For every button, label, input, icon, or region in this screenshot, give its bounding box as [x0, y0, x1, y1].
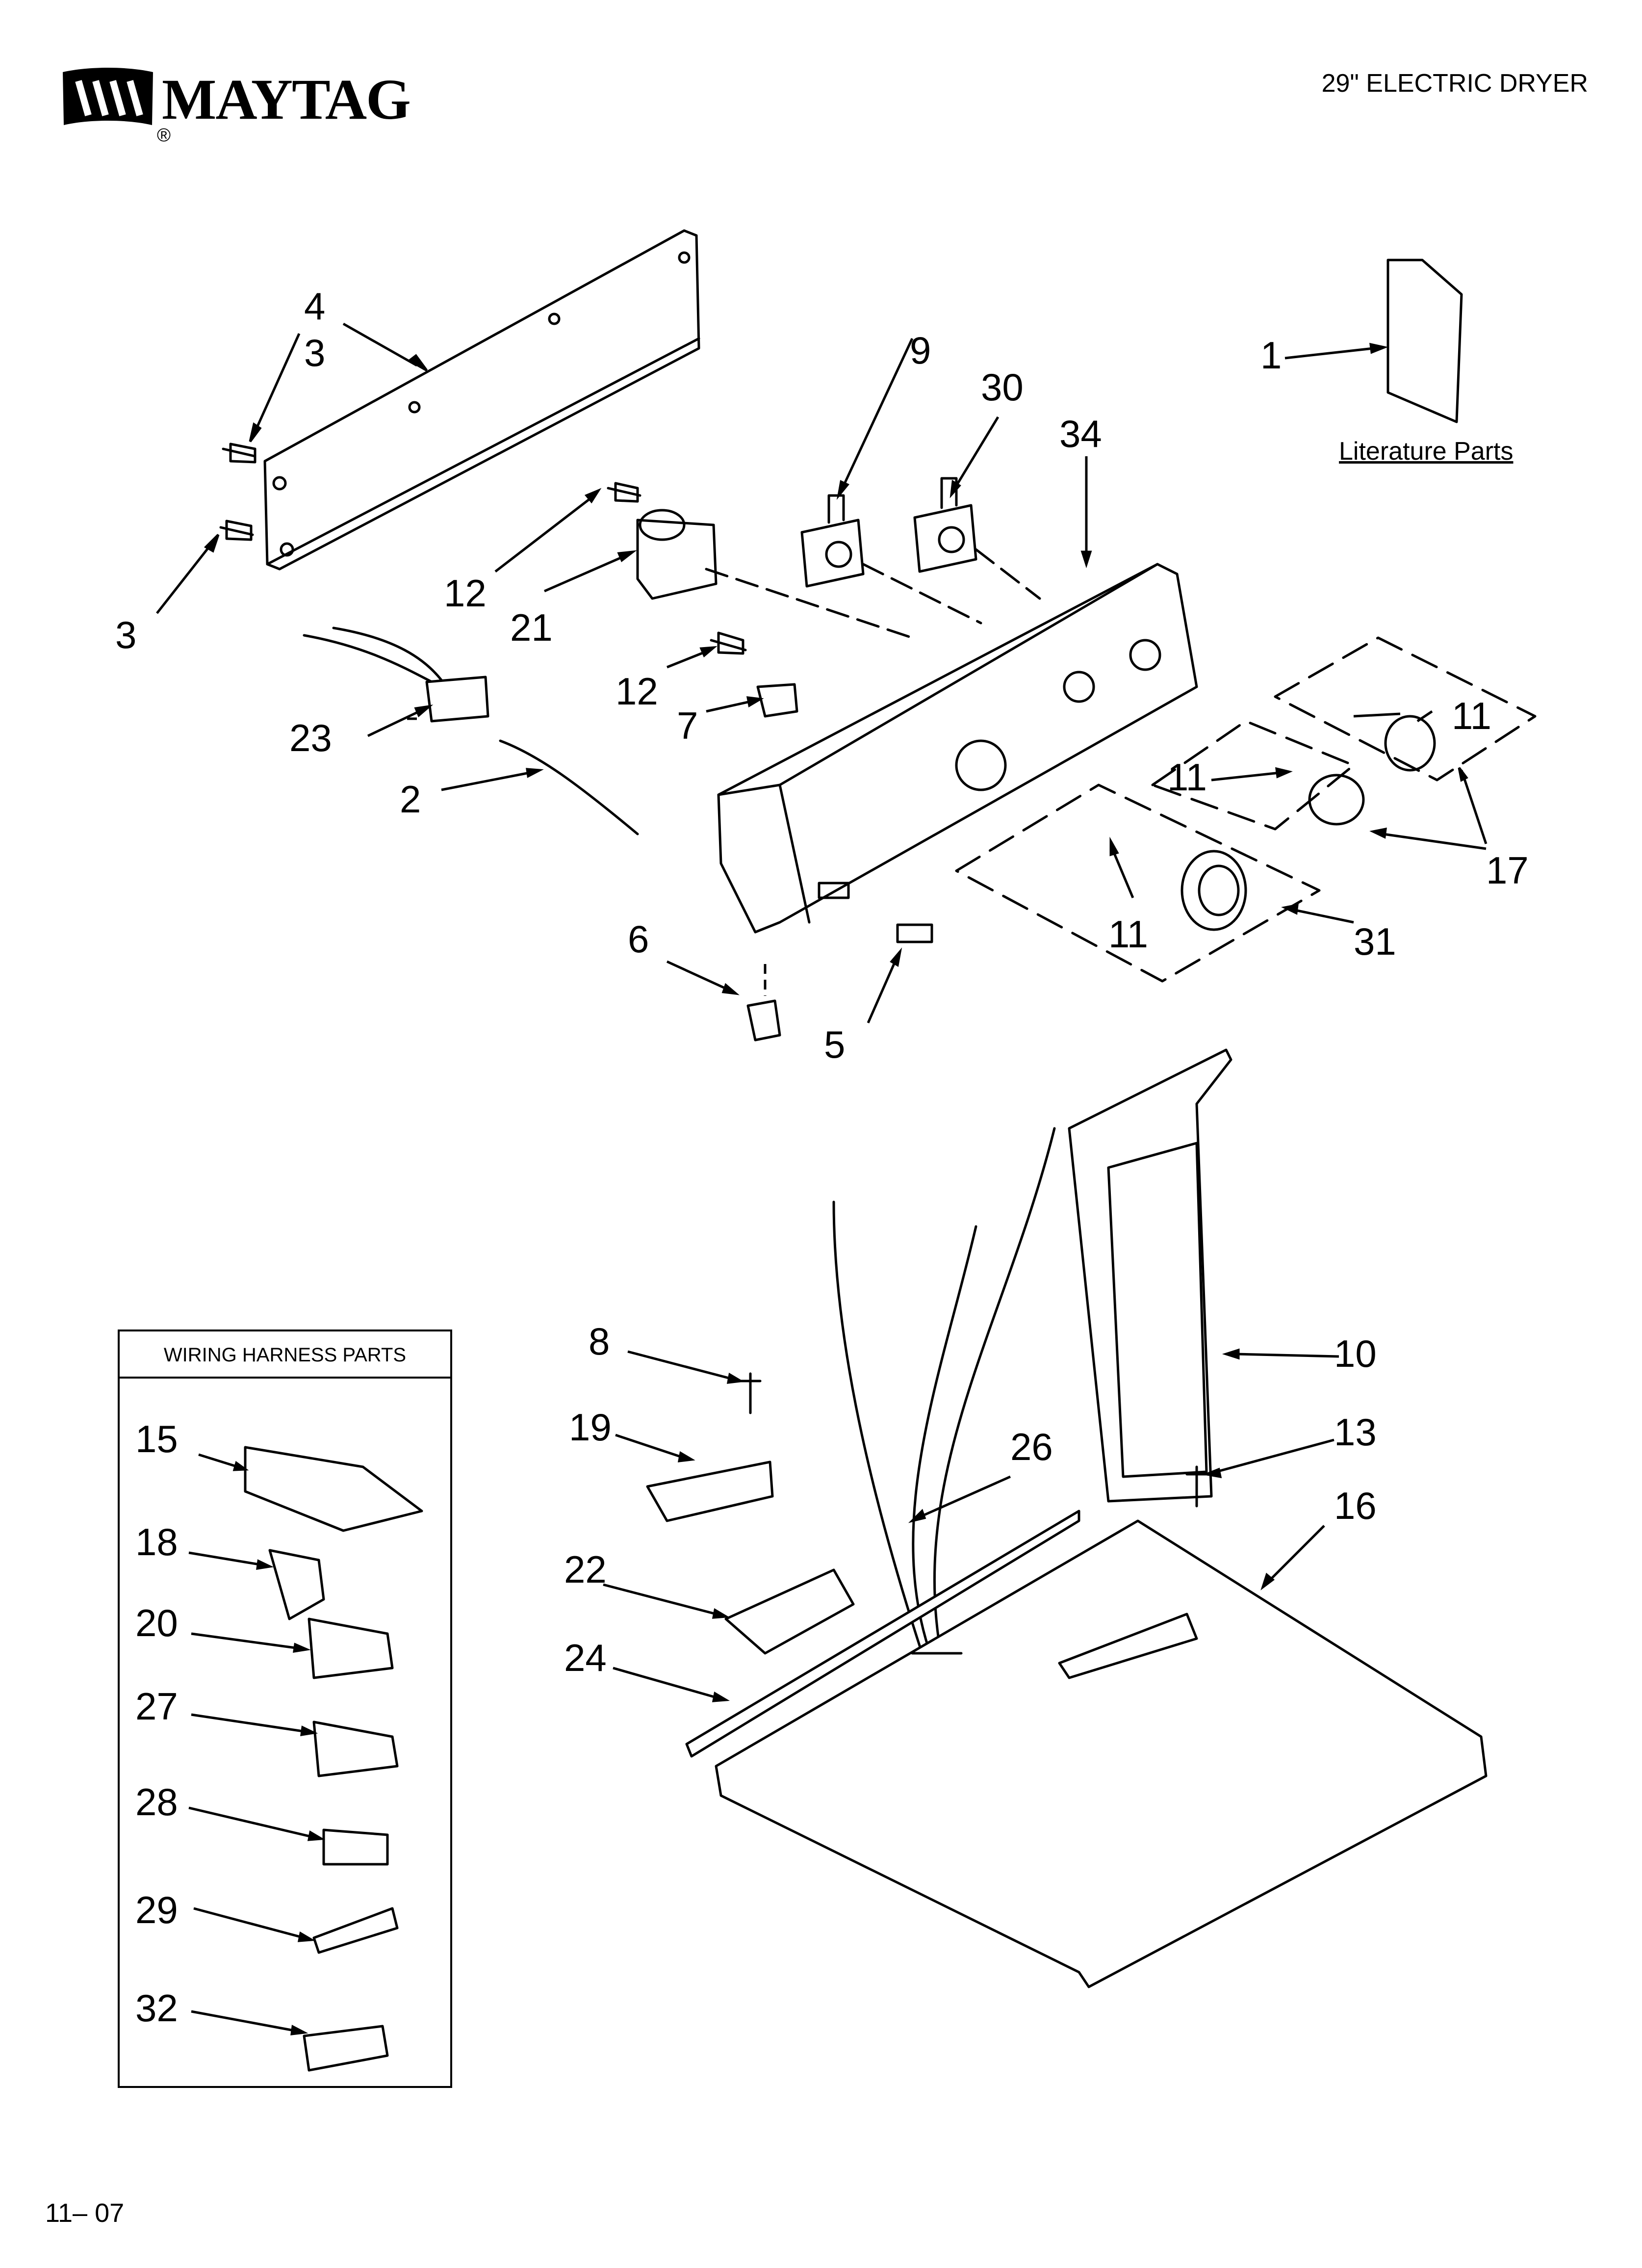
literature-book-1-part — [1386, 259, 1463, 423]
footer-date-code: 11– 07 — [45, 2198, 125, 2228]
callout-9: 9 — [910, 329, 931, 372]
harness-part-15: 15 — [135, 1417, 178, 1460]
callout-3b: 3 — [115, 613, 137, 656]
harness-part-20: 20 — [135, 1601, 178, 1644]
callout-22: 22 — [564, 1548, 607, 1591]
harness-part-29: 29 — [135, 1888, 178, 1931]
callout-13: 13 — [1334, 1410, 1377, 1454]
switch-30-part — [913, 477, 1041, 600]
wire-2-part — [499, 739, 639, 835]
registered-mark: ® — [157, 125, 171, 146]
dryer-top-panel-16-part — [715, 1519, 1488, 1988]
timer-switch-part — [636, 509, 914, 639]
wire-harness-23-part — [303, 626, 489, 723]
connector-32-part — [303, 2025, 389, 2072]
switch-9-part — [800, 494, 982, 625]
harness-part-18: 18 — [135, 1520, 178, 1564]
screw-12a-part — [607, 482, 641, 503]
callout-12b: 12 — [616, 670, 658, 713]
console-panel-part — [717, 563, 1198, 934]
console-bracket-part — [263, 229, 700, 571]
timer-knob-31-part — [955, 783, 1321, 983]
harness-part-32: 32 — [135, 1986, 178, 2030]
callout-8: 8 — [589, 1320, 610, 1363]
callout-11c: 11 — [1108, 912, 1148, 956]
brand-name: MAYTAG — [162, 67, 411, 131]
callout-30: 30 — [981, 365, 1024, 409]
callout-24: 24 — [564, 1636, 607, 1679]
callout-6: 6 — [628, 917, 649, 961]
callout-17: 17 — [1486, 849, 1529, 892]
bracket-19-part — [646, 1460, 774, 1522]
literature-parts-label: Literature Parts — [1339, 437, 1514, 466]
screw-8-part — [739, 1372, 762, 1414]
connector-18-part — [268, 1549, 325, 1620]
screw-12b-part — [710, 631, 747, 655]
plate-22-part — [724, 1568, 855, 1655]
maytag-logo: MAYTAG ® — [59, 52, 411, 150]
callout-1: 1 — [1260, 334, 1282, 377]
label-5-part — [896, 923, 933, 943]
maytag-m-emblem-icon — [63, 68, 153, 125]
connector-28-part — [322, 1828, 389, 1866]
connector-20-part — [308, 1617, 394, 1679]
knob-17a-part — [1151, 720, 1365, 831]
callout-34: 34 — [1059, 412, 1102, 455]
terminal-29-part — [312, 1907, 399, 1954]
screw-3b-part — [219, 520, 254, 541]
callout-23: 23 — [289, 716, 332, 759]
connector-27-part — [312, 1721, 399, 1777]
callout-2: 2 — [400, 778, 421, 821]
clip-6-part — [746, 999, 781, 1042]
connector-15-part — [244, 1446, 423, 1532]
lamp-socket-7-part — [756, 683, 798, 718]
callout-31: 31 — [1354, 920, 1396, 963]
callout-10: 10 — [1334, 1332, 1377, 1375]
callout-11b: 11 — [1167, 756, 1207, 799]
callout-11a: 11 — [1452, 694, 1491, 737]
lint-filter-10-part — [1068, 1048, 1232, 1503]
strip-24-part — [685, 1510, 1080, 1758]
callout-16: 16 — [1334, 1484, 1377, 1527]
callout-19: 19 — [569, 1406, 612, 1449]
harness-part-27: 27 — [135, 1685, 178, 1728]
knob-17b-part — [1274, 636, 1537, 782]
callout-4: 4 — [304, 285, 326, 328]
callout-7: 7 — [677, 704, 698, 747]
callout-26: 26 — [1010, 1425, 1053, 1468]
wiring-harness-parts-title: WIRING HARNESS PARTS — [120, 1331, 450, 1379]
document-title: 29" ELECTRIC DRYER — [1321, 69, 1588, 98]
callout-21: 21 — [510, 606, 553, 649]
callout-12a: 12 — [444, 572, 487, 615]
callout-5: 5 — [824, 1023, 846, 1066]
harness-part-28: 28 — [135, 1780, 178, 1824]
callout-3a: 3 — [304, 331, 326, 374]
wiring-harness-parts-box: WIRING HARNESS PARTS 15 18 20 27 28 29 3… — [118, 1330, 452, 2088]
main-wire-harness-26-part — [832, 1127, 1056, 1660]
screw-3a-part — [222, 443, 257, 464]
